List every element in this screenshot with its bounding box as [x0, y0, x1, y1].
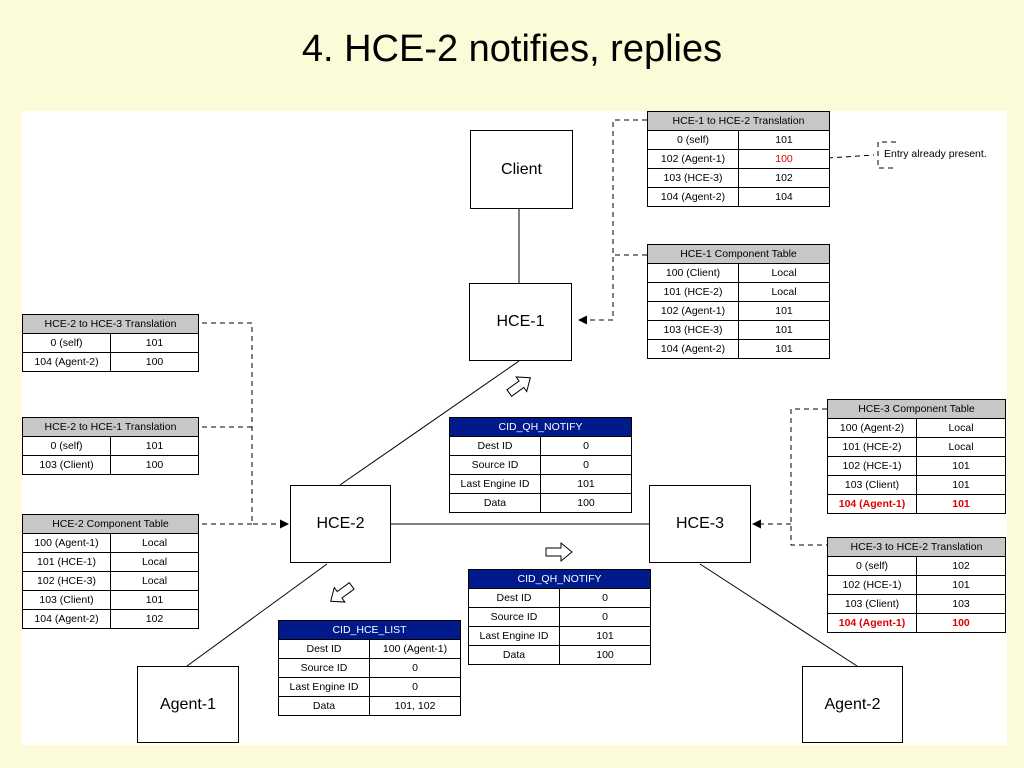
- table-title: HCE-1 to HCE-2 Translation: [647, 111, 830, 131]
- table-row: 0 (self)101: [22, 333, 199, 353]
- table-hce3-to-hce2-translation: HCE-3 to HCE-2 Translation 0 (self)102 1…: [827, 537, 1006, 633]
- node-hce1: HCE-1: [469, 283, 572, 361]
- table-title: HCE-2 to HCE-3 Translation: [22, 314, 199, 334]
- table-row: 104 (Agent-2)104: [647, 187, 830, 207]
- table-hce1-to-hce2-translation: HCE-1 to HCE-2 Translation 0 (self)101 1…: [647, 111, 830, 207]
- message-title: CID_HCE_LIST: [278, 620, 461, 640]
- node-agent2: Agent-2: [802, 666, 903, 743]
- node-hce3: HCE-3: [649, 485, 751, 563]
- table-row: 101 (HCE-2)Local: [827, 437, 1006, 457]
- dash-hce3-component-table: [790, 408, 827, 546]
- table-row-highlighted: 104 (Agent-1)101: [827, 494, 1006, 514]
- table-row: 104 (Agent-2)101: [647, 339, 830, 359]
- table-row: 102 (HCE-1)101: [827, 456, 1006, 476]
- connector-layer: [186, 119, 896, 667]
- table-row: 100 (Agent-2)Local: [827, 418, 1006, 438]
- table-row: 100 (Client)Local: [647, 263, 830, 283]
- slide-title: 4. HCE-2 notifies, replies: [301, 28, 723, 70]
- table-row: 103 (Client)101: [22, 590, 199, 610]
- table-hce3-component: HCE-3 Component Table 100 (Agent-2)Local…: [827, 399, 1006, 514]
- dash-entry-note: [827, 154, 875, 159]
- table-row: 102 (HCE-1)101: [827, 575, 1006, 595]
- link-hce2-agent1: [186, 563, 328, 667]
- message-arrow-to-agent1-icon: [330, 582, 355, 603]
- table-row: 103 (Client)103: [827, 594, 1006, 614]
- highlighted-cell: 100: [738, 149, 830, 169]
- table-row: 103 (HCE-3)102: [647, 168, 830, 188]
- table-row: 101 (HCE-1)Local: [22, 552, 199, 572]
- node-client: Client: [470, 130, 573, 209]
- table-row-highlighted: 104 (Agent-1)100: [827, 613, 1006, 633]
- table-row: 104 (Agent-2)100: [22, 352, 199, 372]
- entry-present-note: Entry already present.: [884, 148, 987, 160]
- table-row: 103 (Client)100: [22, 455, 199, 475]
- table-row: 103 (Client)101: [827, 475, 1006, 495]
- link-hce1-hce2: [339, 360, 520, 486]
- message-title: CID_QH_NOTIFY: [449, 417, 632, 437]
- table-row: 101 (HCE-2)Local: [647, 282, 830, 302]
- table-title: HCE-1 Component Table: [647, 244, 830, 264]
- dash-entry-bracket: [877, 141, 896, 169]
- table-title: HCE-2 to HCE-1 Translation: [22, 417, 199, 437]
- diagram-canvas: Client HCE-1 HCE-2 HCE-3 Agent-1 Agent-2…: [22, 111, 1007, 745]
- table-hce2-component: HCE-2 Component Table 100 (Agent-1)Local…: [22, 514, 199, 629]
- dash-hce1-to-hce2-translation: [578, 119, 647, 325]
- message-arrow-to-hce3-icon: [545, 541, 573, 563]
- table-row: 102 (Agent-1)101: [647, 301, 830, 321]
- table-title: HCE-2 Component Table: [22, 514, 199, 534]
- table-title: HCE-3 to HCE-2 Translation: [827, 537, 1006, 557]
- table-row: 0 (self)101: [22, 436, 199, 456]
- message-arrow-to-hce1-icon: [506, 376, 531, 397]
- table-hce2-to-hce1-translation: HCE-2 to HCE-1 Translation 0 (self)101 1…: [22, 417, 199, 475]
- table-row: 102 (Agent-1)100: [647, 149, 830, 169]
- table-row: 102 (HCE-3)Local: [22, 571, 199, 591]
- table-hce1-component: HCE-1 Component Table 100 (Client)Local …: [647, 244, 830, 359]
- node-agent1: Agent-1: [137, 666, 239, 743]
- dash-hce2-to-hce3-translation: [202, 322, 289, 529]
- message-title: CID_QH_NOTIFY: [468, 569, 651, 589]
- table-row: 104 (Agent-2)102: [22, 609, 199, 629]
- table-title: HCE-3 Component Table: [827, 399, 1006, 419]
- table-row: 103 (HCE-3)101: [647, 320, 830, 340]
- table-row: 100 (Agent-1)Local: [22, 533, 199, 553]
- link-hce3-agent2: [699, 563, 858, 667]
- table-row: 0 (self)101: [647, 130, 830, 150]
- table-row: 0 (self)102: [827, 556, 1006, 576]
- table-hce2-to-hce3-translation: HCE-2 to HCE-3 Translation 0 (self)101 1…: [22, 314, 199, 372]
- node-hce2: HCE-2: [290, 485, 391, 563]
